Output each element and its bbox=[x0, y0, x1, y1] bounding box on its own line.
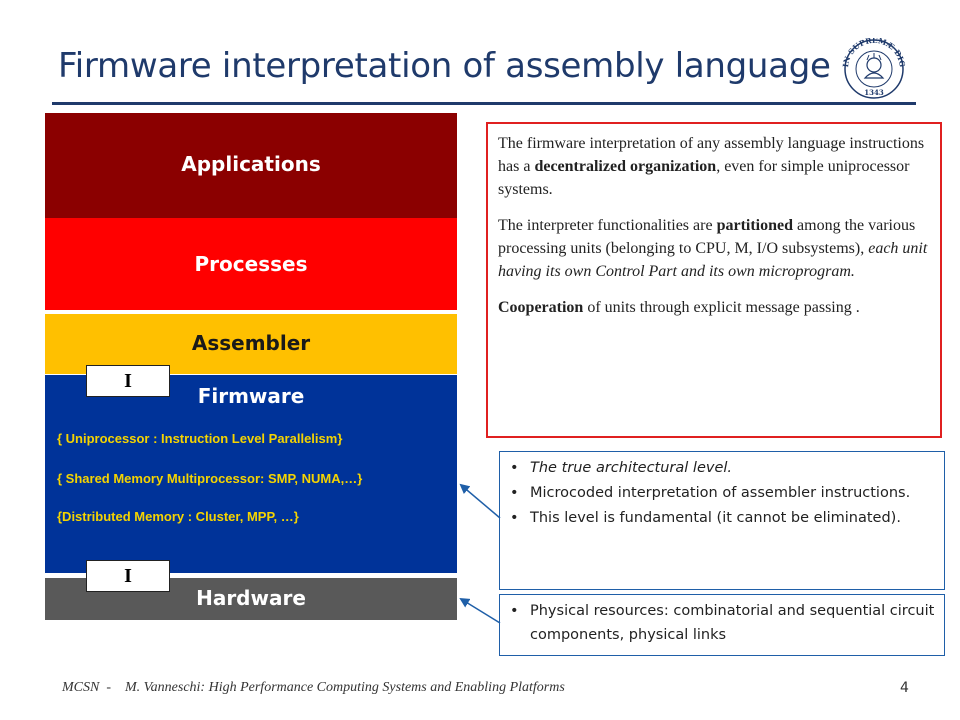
slide-title: Firmware interpretation of assembly lang… bbox=[58, 46, 831, 86]
layer-assembler: Assembler bbox=[45, 314, 457, 374]
description-paragraph-3: Cooperation of units through explicit me… bbox=[498, 296, 930, 319]
svg-text:1343: 1343 bbox=[864, 88, 884, 97]
arrow-hardware-notes bbox=[459, 597, 501, 624]
description-p1-emphasis: decentralized organization bbox=[534, 158, 717, 175]
description-paragraph-1: The firmware interpretation of any assem… bbox=[498, 132, 930, 201]
interface-box-firmware-hardware: I bbox=[86, 560, 170, 592]
hardware-notes-box: Physical resources: combinatorial and se… bbox=[499, 594, 945, 656]
firmware-note-item: This level is fundamental (it cannot be … bbox=[500, 508, 944, 529]
description-p1-text: The firmware interpretation of any assem… bbox=[498, 135, 925, 175]
description-p3-emphasis: Cooperation bbox=[498, 299, 584, 316]
layer-processes: Processes bbox=[45, 218, 457, 310]
university-seal-logo: IN SUPREMÆ DIGNITATIS 1343 bbox=[834, 38, 907, 99]
firmware-line-uniprocessor: { Uniprocessor : Instruction Level Paral… bbox=[57, 431, 343, 446]
description-p1-text-end: , even for simple uniprocessor systems. bbox=[498, 158, 910, 198]
firmware-notes-box: The true architectural level. Microcoded… bbox=[499, 451, 945, 590]
firmware-note-text: The true architectural level. bbox=[530, 460, 733, 476]
layer-firmware: Firmware { Uniprocessor : Instruction Le… bbox=[45, 375, 457, 573]
layer-firmware-label: Firmware bbox=[197, 384, 305, 408]
title-rule bbox=[52, 102, 916, 105]
layer-hardware-label: Hardware bbox=[196, 586, 306, 610]
arrow-firmware-notes bbox=[459, 483, 501, 519]
description-p3-text: of units through explicit message passin… bbox=[583, 299, 860, 316]
page-number: 4 bbox=[900, 680, 909, 696]
footer-citation: MCSN - M. Vanneschi: High Performance Co… bbox=[62, 680, 565, 695]
firmware-note-item: The true architectural level. bbox=[500, 458, 944, 479]
description-p2-text: The interpreter functionalities are bbox=[498, 217, 717, 234]
layer-applications-label: Applications bbox=[181, 152, 321, 176]
firmware-line-shared-memory: { Shared Memory Multiprocessor: SMP, NUM… bbox=[57, 471, 363, 486]
firmware-description-box: The firmware interpretation of any assem… bbox=[486, 122, 942, 438]
interface-box-assembler-firmware: I bbox=[86, 365, 170, 397]
hardware-note-item: Physical resources: combinatorial and se… bbox=[500, 599, 944, 647]
layer-assembler-label: Assembler bbox=[191, 331, 311, 355]
firmware-note-item: Microcoded interpretation of assembler i… bbox=[500, 483, 944, 504]
description-p2-text-mid: among the various processing units (belo… bbox=[498, 217, 916, 257]
description-p2-emphasis: partitioned bbox=[716, 217, 794, 234]
layer-applications: Applications bbox=[45, 113, 457, 218]
firmware-line-distributed-memory: {Distributed Memory : Cluster, MPP, …} bbox=[57, 509, 299, 524]
description-p2-italic: each unit having its own Control Part an… bbox=[498, 240, 928, 280]
description-paragraph-2: The interpreter functionalities are part… bbox=[498, 214, 930, 283]
layer-processes-label: Processes bbox=[194, 252, 308, 276]
